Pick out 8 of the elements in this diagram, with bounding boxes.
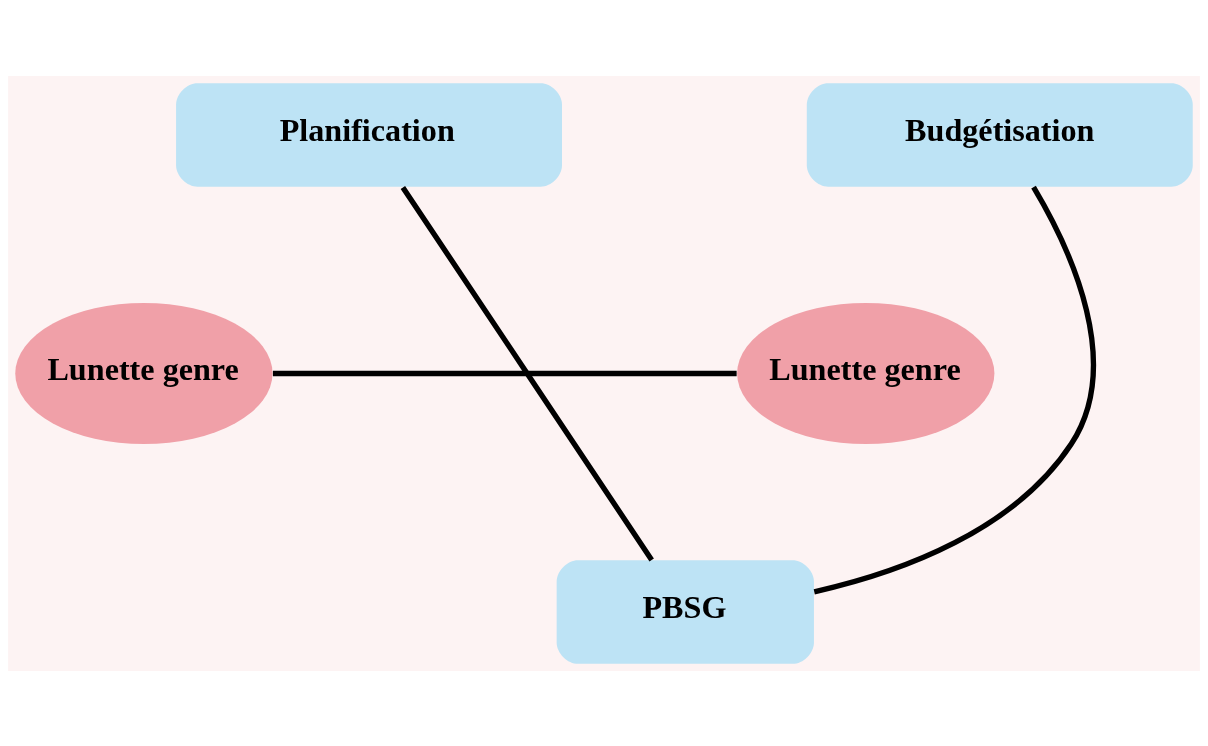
node-box: PBSG [556,559,814,664]
connector [813,185,1096,594]
node-box: Budgétisation [806,82,1193,187]
node-ellipse: Lunette genre [15,302,273,444]
connector [272,370,737,376]
connector [400,185,654,561]
node-ellipse: Lunette genre [737,302,995,444]
node-box: Planification [176,82,562,187]
